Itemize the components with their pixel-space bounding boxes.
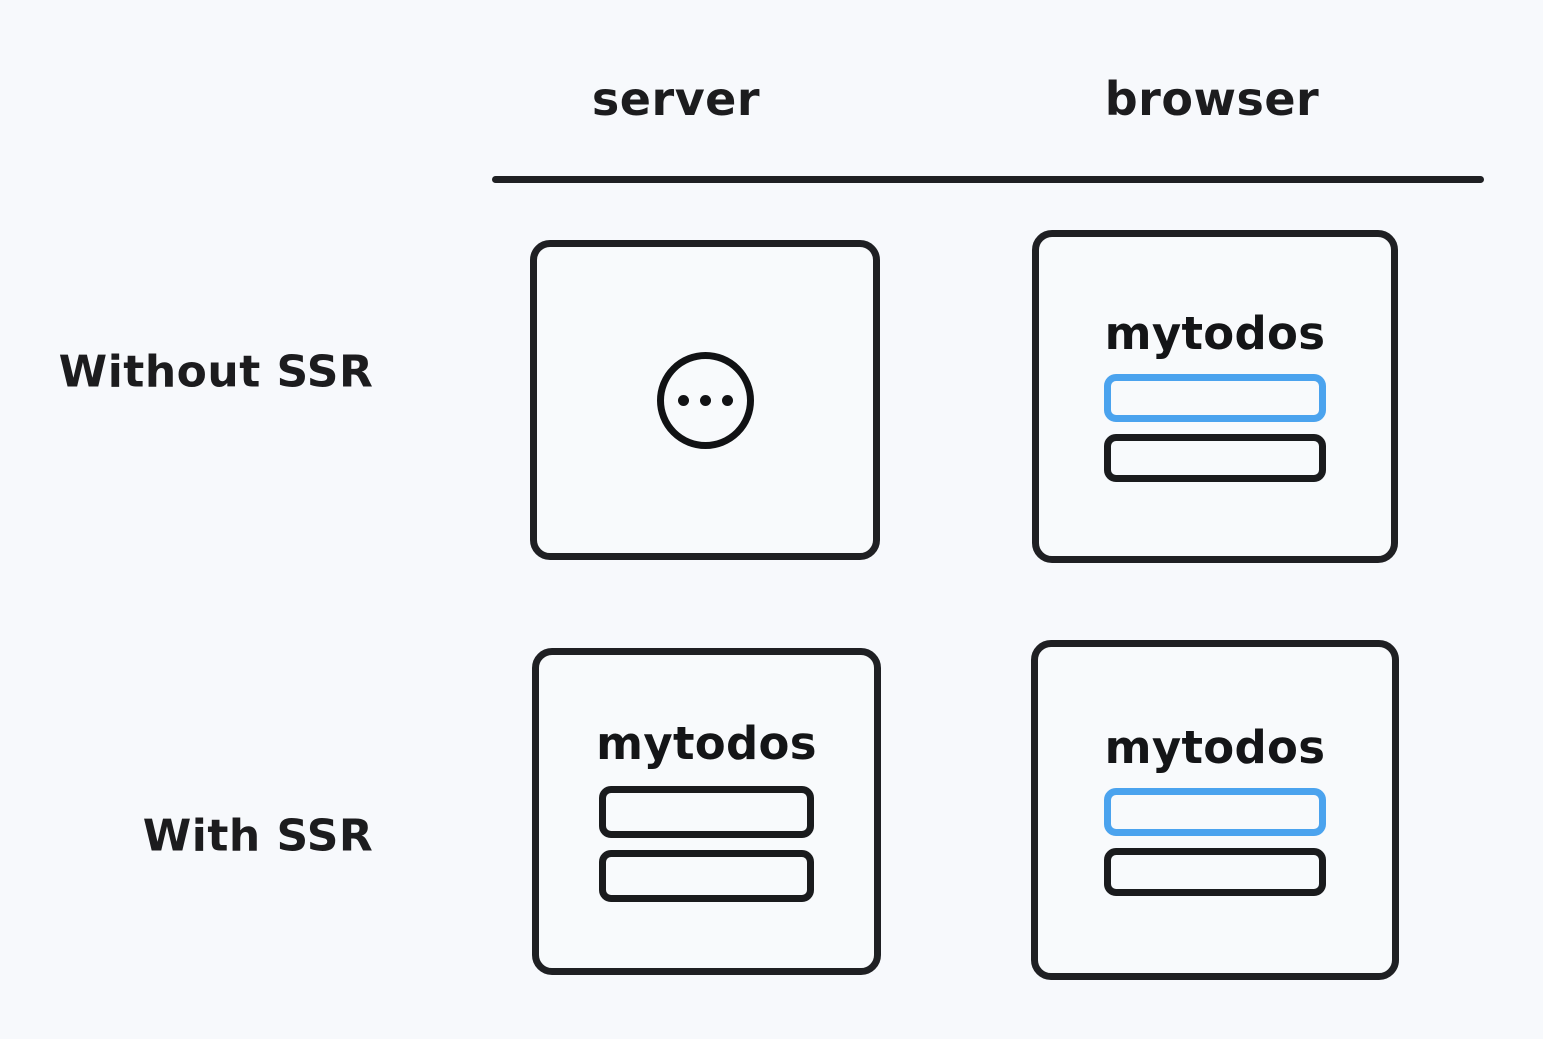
app-title: mytodos — [1104, 307, 1326, 360]
row-label-without-ssr: Without SSR — [58, 346, 374, 398]
header-divider-line — [492, 176, 1484, 183]
column-header-browser: browser — [1104, 72, 1320, 126]
todo-list — [539, 786, 874, 902]
column-header-server: server — [591, 72, 761, 126]
loading-dots-icon — [656, 351, 754, 449]
todo-item[interactable] — [599, 786, 814, 838]
todo-item[interactable] — [1104, 434, 1326, 482]
card-content: mytodos — [539, 655, 874, 968]
app-title: mytodos — [1104, 720, 1326, 774]
card-content: mytodos — [1038, 647, 1392, 973]
loading-dot-3 — [721, 394, 733, 406]
todo-item[interactable] — [1104, 847, 1326, 896]
loading-dot-2 — [699, 394, 711, 406]
todo-item[interactable] — [599, 850, 814, 902]
todo-list — [1039, 374, 1391, 482]
card-content: mytodos — [1039, 237, 1391, 556]
card-with-ssr-server: mytodos — [532, 648, 881, 975]
todo-item-active[interactable] — [1104, 374, 1326, 422]
row-label-with-ssr: With SSR — [142, 810, 374, 862]
todo-item-active[interactable] — [1104, 787, 1326, 836]
card-content — [537, 247, 873, 553]
card-without-ssr-server — [530, 240, 880, 560]
app-title: mytodos — [596, 717, 817, 770]
card-without-ssr-browser: mytodos — [1032, 230, 1398, 563]
loading-dot-1 — [677, 394, 689, 406]
app-mock: mytodos — [539, 721, 874, 902]
app-mock: mytodos — [1039, 311, 1391, 482]
card-with-ssr-browser: mytodos — [1031, 640, 1399, 980]
app-mock: mytodos — [1038, 725, 1392, 896]
todo-list — [1038, 787, 1392, 896]
